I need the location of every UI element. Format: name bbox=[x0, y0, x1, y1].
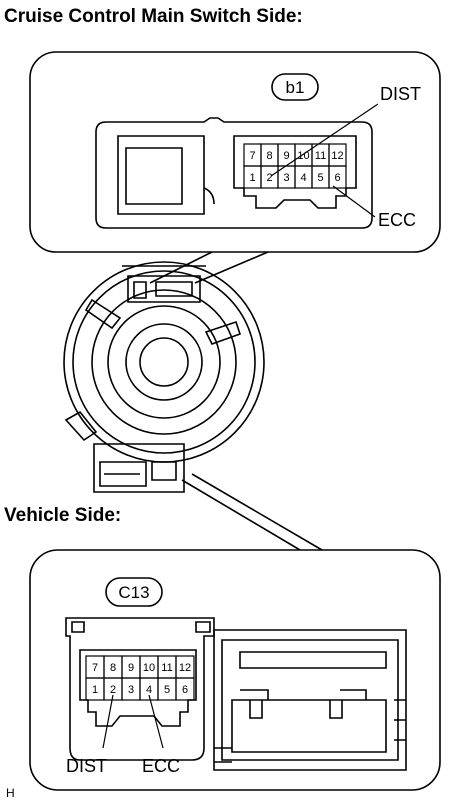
bottom-callout-frame bbox=[29, 549, 441, 791]
top-pin-number: 2 bbox=[266, 172, 272, 184]
top-pin-number: 11 bbox=[315, 150, 326, 162]
top-pin-number: 1 bbox=[249, 172, 255, 184]
top-pin-cell bbox=[328, 165, 347, 189]
top-callout-frame bbox=[29, 51, 441, 253]
figure-code: H bbox=[6, 786, 15, 800]
bottom-pin-number: 11 bbox=[161, 662, 172, 674]
cable-top-connector bbox=[127, 275, 201, 303]
bottom-pin-number: 1 bbox=[92, 684, 98, 696]
connector-id-b1: b1 bbox=[286, 78, 305, 97]
bottom-pin-number: 9 bbox=[128, 662, 134, 674]
spiral-cable-outer-ring bbox=[63, 261, 265, 463]
connector-id-c13: C13 bbox=[118, 583, 149, 602]
bottom-pin-number: 5 bbox=[164, 684, 170, 696]
bottom-pin-number: 2 bbox=[110, 684, 116, 696]
bottom-mating-housing bbox=[213, 629, 407, 771]
bottom-dist-label: DIST bbox=[66, 756, 107, 776]
top-dist-label: DIST bbox=[380, 84, 421, 104]
connector-id-badge-b1 bbox=[271, 73, 319, 101]
spiral-cable-hub bbox=[125, 323, 203, 401]
heading-vehicle-side: Vehicle Side: bbox=[4, 505, 122, 526]
top-connector-latch bbox=[117, 135, 205, 215]
bottom-pin-number: 12 bbox=[179, 662, 191, 674]
bottom-connector-housing bbox=[65, 617, 215, 761]
top-dist-leader bbox=[270, 103, 379, 177]
cable-bottom-connector bbox=[93, 443, 185, 493]
top-ecc-leader bbox=[332, 185, 376, 218]
bottom-pin-number: 10 bbox=[143, 662, 155, 674]
heading-main-switch-side: Cruise Control Main Switch Side: bbox=[4, 6, 303, 27]
bottom-pin-number: 7 bbox=[92, 662, 98, 674]
top-pin-number: 6 bbox=[334, 172, 340, 184]
top-pin-number: 7 bbox=[249, 150, 255, 162]
top-pin-number: 8 bbox=[266, 150, 272, 162]
bottom-ecc-label: ECC bbox=[142, 756, 180, 776]
top-pin-number: 4 bbox=[300, 172, 306, 184]
top-pin-number: 12 bbox=[331, 150, 343, 162]
top-pin-number: 5 bbox=[317, 172, 323, 184]
bottom-pin-number: 6 bbox=[182, 684, 188, 696]
top-pin-number: 3 bbox=[283, 172, 289, 184]
bottom-pin-cell bbox=[175, 677, 195, 701]
bottom-pin-number: 3 bbox=[128, 684, 134, 696]
bottom-pin-number: 4 bbox=[146, 684, 152, 696]
top-pin-number: 9 bbox=[283, 150, 289, 162]
bottom-ecc-leader bbox=[148, 694, 164, 749]
connector-id-badge-c13 bbox=[105, 577, 163, 607]
bottom-dist-leader bbox=[102, 694, 114, 749]
bottom-pin-number: 8 bbox=[110, 662, 116, 674]
top-ecc-label: ECC bbox=[378, 210, 416, 230]
top-pin-number: 10 bbox=[297, 150, 309, 162]
top-connector-housing bbox=[95, 117, 373, 229]
top-terminal-block bbox=[233, 135, 357, 209]
